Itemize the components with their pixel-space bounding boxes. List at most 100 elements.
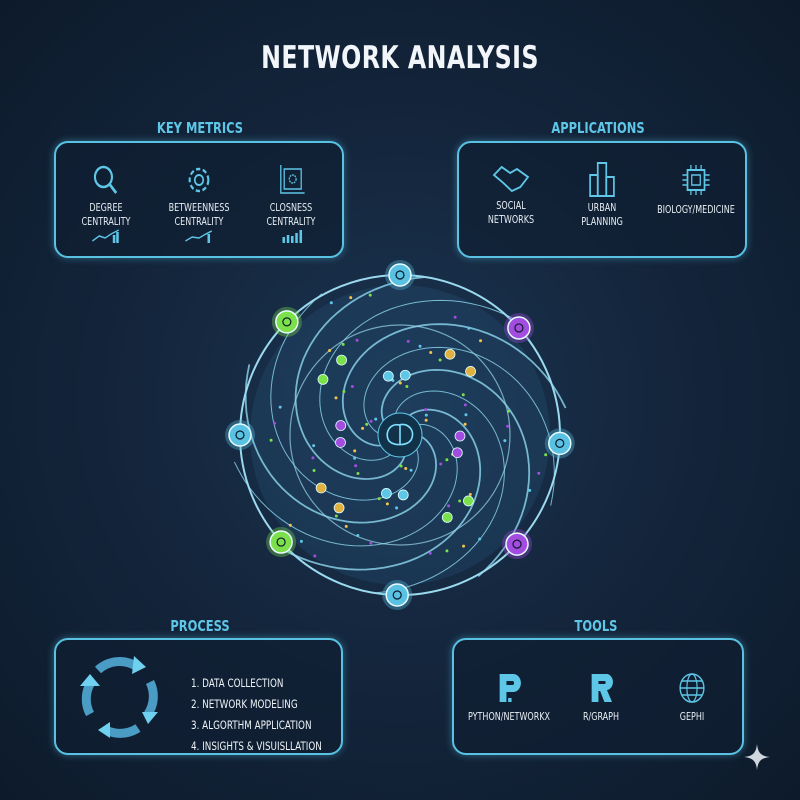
network-dot <box>278 405 282 409</box>
network-dot <box>503 439 507 443</box>
tool-r-graph: R/GRAPH <box>554 672 648 724</box>
network-dot <box>506 424 510 428</box>
network-dot <box>368 293 372 297</box>
network-dot <box>312 468 316 472</box>
inner-node <box>451 447 463 459</box>
process-title: PROCESS <box>170 617 230 635</box>
network-dot <box>458 499 462 503</box>
network-dot <box>479 339 483 343</box>
network-dot <box>365 422 369 426</box>
inner-node <box>441 512 453 523</box>
r-logo-icon <box>591 673 613 702</box>
network-dot <box>341 342 345 346</box>
outer-node <box>505 532 529 556</box>
spiral-arm <box>341 323 567 447</box>
inner-node <box>465 366 476 377</box>
network-dot <box>537 471 541 475</box>
inner-node <box>336 354 347 366</box>
inner-ring <box>289 324 511 546</box>
network-dot <box>528 488 532 492</box>
process-step: 2. NETWORK MODELING <box>191 697 298 711</box>
inner-node <box>399 369 411 381</box>
outer-node <box>385 583 409 607</box>
network-dot <box>311 456 315 460</box>
inner-node <box>397 489 409 501</box>
node-icon <box>512 539 522 549</box>
tool-python-networkx: PYTHON/NETWORKX <box>462 672 556 724</box>
node-icon <box>555 438 565 448</box>
metric-closeness: CLOSNESS CENTRALITY <box>244 163 338 247</box>
spiral-arm <box>233 423 458 547</box>
network-dot <box>313 554 317 558</box>
inner-node <box>315 482 327 494</box>
inner-node <box>335 420 347 431</box>
spiral-arm <box>270 293 419 501</box>
node-icon <box>395 270 405 280</box>
inner-node <box>335 437 346 448</box>
network-dot <box>353 449 357 453</box>
spiral-arm <box>380 368 531 577</box>
chip-icon <box>682 165 710 195</box>
key-metrics-title: KEY METRICS <box>156 119 244 137</box>
chart-icon <box>282 230 303 243</box>
network-dot <box>418 344 422 348</box>
network-dot <box>356 534 360 538</box>
spiral-arm <box>319 299 518 461</box>
brain-icon <box>386 423 414 446</box>
network-dot <box>374 417 378 421</box>
python-p-icon <box>499 674 521 702</box>
outer-node <box>388 263 412 287</box>
network-dot <box>461 393 465 397</box>
network-dot <box>445 549 449 553</box>
inner-node <box>380 488 392 499</box>
network-dot <box>506 409 510 413</box>
outer-node <box>548 431 572 456</box>
network-dot <box>478 537 482 541</box>
network-dot <box>439 462 443 466</box>
chart-icon <box>185 230 213 243</box>
network-dot <box>354 464 358 468</box>
globe-icon <box>679 673 705 703</box>
network-dot <box>349 296 353 300</box>
app-biology-medicine: BIOLOGY/MEDICINE <box>649 163 743 217</box>
process-step: 4. INSIGHTS & VISUISLLATION <box>191 739 322 753</box>
network-dot <box>329 301 333 305</box>
page-title: NETWORK ANALYSIS <box>261 40 539 76</box>
spiral-arm <box>363 346 555 506</box>
network-dot <box>424 413 428 417</box>
applications-title: APPLICATIONS <box>551 119 645 137</box>
framed-gear-icon <box>280 165 305 194</box>
tools-title: TOOLS <box>574 617 618 635</box>
network-dot <box>438 358 442 362</box>
node-icon <box>392 590 402 600</box>
process-step: 3. ALGORTHM APPLICATION <box>191 718 312 732</box>
network-dot <box>334 396 338 400</box>
network-dot <box>405 384 409 388</box>
handshake-icon <box>492 165 530 193</box>
network-spiral-diagram <box>225 260 575 610</box>
outer-node <box>269 530 293 554</box>
inner-node <box>317 373 329 385</box>
network-dot <box>399 464 403 468</box>
process-step: 1. DATA COLLECTION <box>191 676 284 690</box>
network-dot <box>428 551 432 555</box>
network-dot <box>353 456 357 460</box>
network-dot <box>464 413 468 417</box>
network-dot <box>334 514 338 518</box>
outer-node <box>507 316 531 340</box>
node-icon <box>276 537 286 547</box>
applications-panel: SOCIAL NETWORKS URBAN PLANNING BIOLOGY/M… <box>457 141 747 258</box>
network-dot <box>299 539 303 543</box>
network-dot <box>356 472 360 476</box>
network-dot <box>398 381 402 385</box>
network-dot <box>395 506 399 510</box>
chart-icon <box>92 229 120 243</box>
network-dot <box>385 502 389 506</box>
outer-node <box>275 310 299 334</box>
network-dot <box>369 541 373 545</box>
spiral-arm <box>282 408 482 571</box>
spiral-arm <box>244 364 438 524</box>
inner-node <box>333 502 345 514</box>
network-dot <box>447 504 451 508</box>
sparkle-icon <box>744 744 770 770</box>
